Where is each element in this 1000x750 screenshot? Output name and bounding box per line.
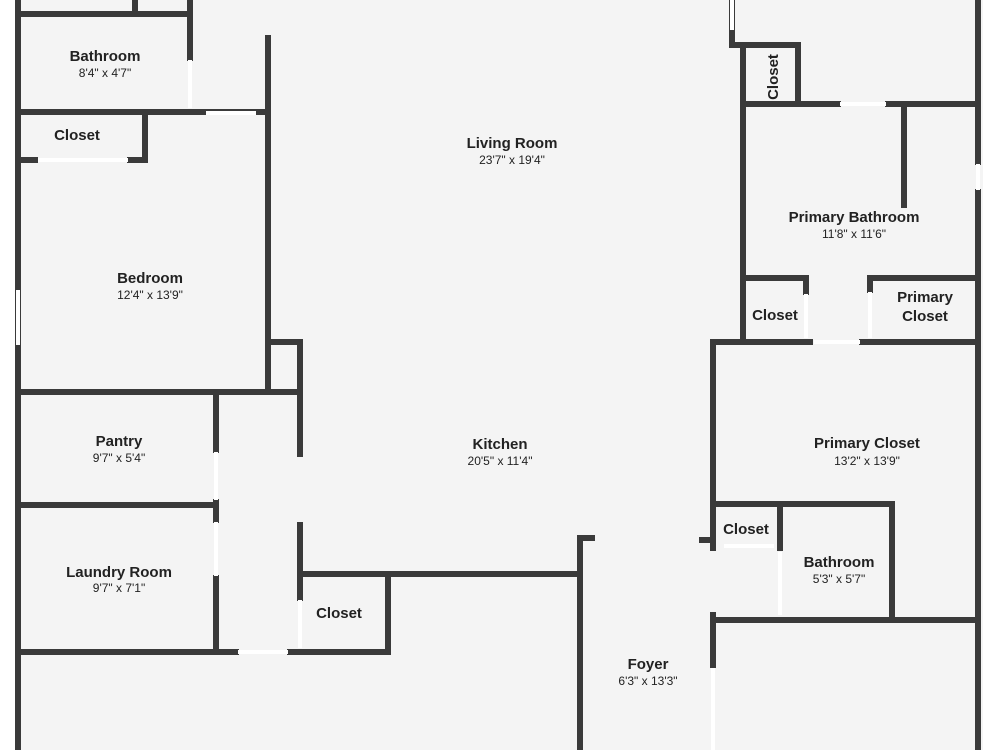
- bedroom-dims: 12'4" x 13'9": [117, 288, 183, 302]
- primary-closet-small-name-2: Closet: [902, 308, 948, 325]
- closet-1-name: Closet: [54, 127, 100, 144]
- living-room-name: Living Room: [467, 135, 558, 152]
- foyer-dims: 6'3" x 13'3": [618, 674, 677, 688]
- walls: [15, 0, 981, 750]
- foyer-name: Foyer: [628, 656, 669, 673]
- bedroom-name: Bedroom: [117, 270, 183, 287]
- closet-4-name: Closet: [752, 307, 798, 324]
- bathroom-2-dims: 5'3" x 5'7": [813, 572, 865, 586]
- bathroom-2-name: Bathroom: [804, 554, 875, 571]
- bathroom-1-dims: 8'4" x 4'7": [79, 66, 131, 80]
- primary-bathroom-dims: 11'8" x 11'6": [822, 227, 886, 241]
- windows: [16, 0, 980, 750]
- pantry-name: Pantry: [96, 433, 143, 450]
- primary-bathroom-name: Primary Bathroom: [789, 209, 920, 226]
- laundry-room-name: Laundry Room: [66, 564, 172, 581]
- floor-area: [18, 0, 983, 750]
- pantry-dims: 9'7" x 5'4": [93, 451, 145, 465]
- primary-closet-name: Primary Closet: [814, 435, 920, 452]
- laundry-room-dims: 9'7" x 7'1": [93, 581, 145, 595]
- closet-5-name: Closet: [723, 521, 769, 538]
- closet-2-name: Closet: [316, 605, 362, 622]
- primary-closet-small-name-1: Primary: [897, 289, 954, 306]
- closet-3-name: Closet: [765, 54, 782, 100]
- bathroom-1-name: Bathroom: [70, 48, 141, 65]
- living-room-dims: 23'7" x 19'4": [479, 153, 545, 167]
- kitchen-name: Kitchen: [472, 436, 527, 453]
- primary-closet-dims: 13'2" x 13'9": [834, 454, 900, 468]
- kitchen-dims: 20'5" x 11'4": [468, 454, 533, 468]
